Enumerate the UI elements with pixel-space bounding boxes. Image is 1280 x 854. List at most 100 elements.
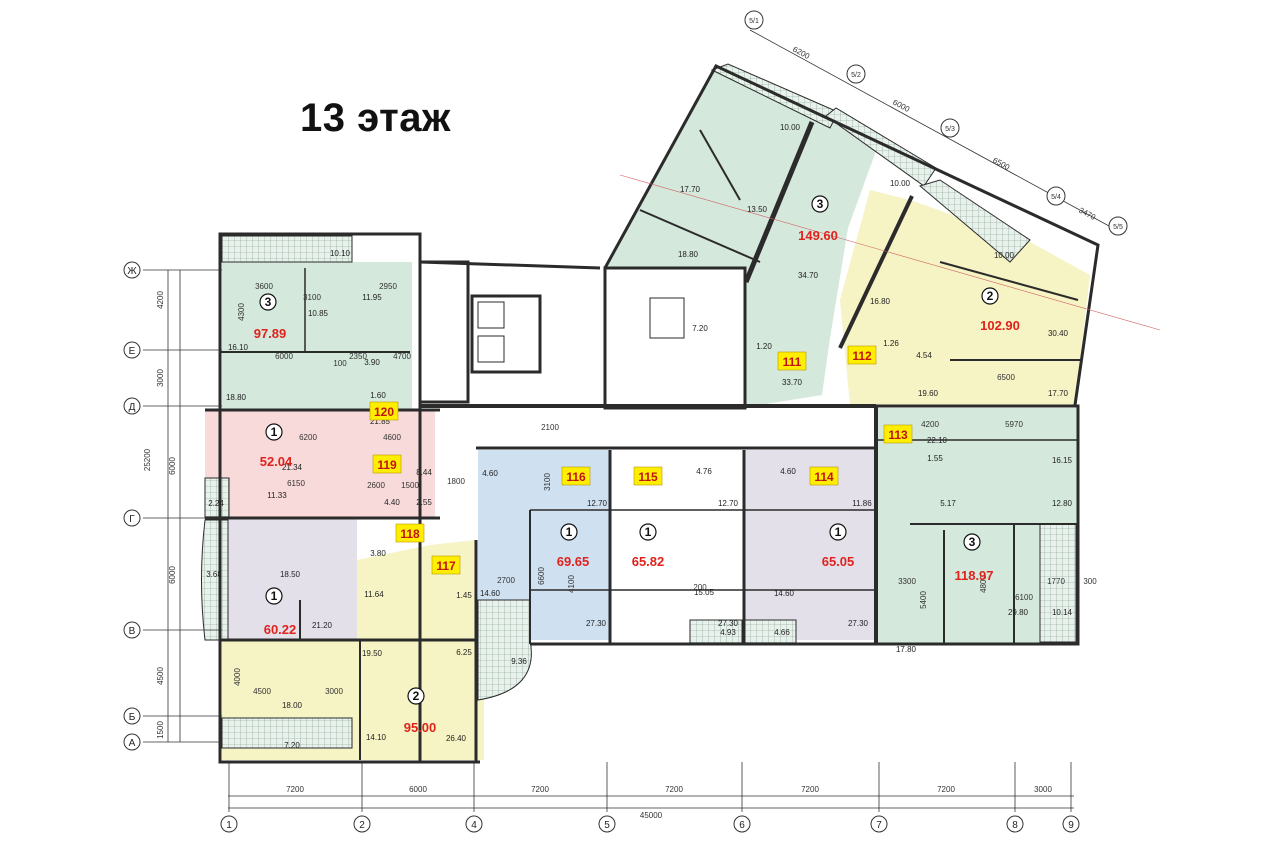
axis-bubble: [598, 815, 616, 833]
axis-bubble-label: 5/2: [851, 72, 861, 79]
apartment-number: 117: [436, 559, 456, 573]
inner-dimension: 4800: [979, 575, 988, 593]
axes-diagonal: 5/15/25/35/45/5: [744, 10, 1128, 236]
room-count-circle: [829, 523, 847, 541]
room-area: 4.40: [384, 498, 400, 507]
inner-dimension: 3300: [898, 577, 916, 586]
axis-bubble: [870, 815, 888, 833]
axis-line-diag: [619, 174, 1161, 331]
room-area: 2.24: [208, 499, 224, 508]
room-area: 12.70: [718, 499, 739, 508]
inner-dimension: 5400: [919, 591, 928, 609]
room-area: 3.80: [370, 549, 386, 558]
apartment-area: 149.60: [798, 228, 838, 243]
apartment-area: 95.00: [404, 720, 437, 735]
floor-title: 13 этаж: [300, 96, 451, 140]
apartment-area: 65.05: [822, 554, 855, 569]
inner-dimension: 2350: [349, 352, 367, 361]
room-area: 3.68: [206, 570, 222, 579]
axis-bubble-label: 9: [1068, 820, 1074, 831]
inner-dimension: 300: [1083, 577, 1097, 586]
dimension-label: 25200: [143, 448, 152, 471]
dimension-label: 3000: [1034, 785, 1052, 794]
room-area: 21.34: [282, 463, 303, 472]
dimension-total: 45000: [640, 811, 663, 820]
room-count: 1: [271, 589, 278, 603]
dimension-label: 6000: [409, 785, 427, 794]
room-count-circle: [560, 523, 578, 541]
room-count-circle: [259, 293, 277, 311]
inner-dimension: 1500: [401, 481, 419, 490]
room-count-circle: [407, 687, 425, 705]
axis-bubble: [123, 707, 141, 725]
apartment-number-badge: [777, 351, 807, 371]
room-count: 1: [566, 525, 573, 539]
room-area: 7.20: [692, 324, 708, 333]
inner-dimension: 4500: [253, 687, 271, 696]
inner-dimension: 200: [693, 583, 707, 592]
axis-bubble-label: 5/3: [945, 126, 955, 133]
dimension-label: 7200: [531, 785, 549, 794]
room-count-circle: [963, 533, 981, 551]
core-lifts: [470, 294, 542, 374]
room-area: 9.36: [511, 657, 527, 666]
inner-dimension: 2600: [367, 481, 385, 490]
apt-118-balcony: [201, 519, 229, 641]
dimension-label: 3000: [156, 369, 165, 387]
dimension-label: 4500: [156, 667, 165, 685]
dimension-label: 6000: [891, 98, 911, 115]
room-area: 8.44: [416, 468, 432, 477]
inner-dimension: 6000: [275, 352, 293, 361]
axis-bubble-label: 1: [226, 820, 232, 831]
east-wing: [874, 404, 1080, 646]
axis-bubble-label: 7: [876, 820, 882, 831]
north-balcony-3: [918, 179, 1031, 263]
dimension-label: 7200: [937, 785, 955, 794]
axis-bubble-label: 5/4: [1051, 194, 1061, 201]
apartment-number-badge: [847, 345, 877, 365]
room-area: 1.60: [370, 391, 386, 400]
inner-dimension: 1800: [447, 477, 465, 486]
room-area: 10.85: [308, 309, 329, 318]
room-area: 11.64: [364, 590, 384, 599]
apt-115-fill: [612, 450, 742, 640]
apt-112-fill: [840, 190, 1090, 405]
room-count: 2: [987, 289, 994, 303]
apt-120-balcony: [221, 235, 353, 263]
axis-bubble: [220, 815, 238, 833]
room-area: 17.70: [1048, 389, 1069, 398]
room-area: 17.80: [896, 645, 917, 654]
room-area: 29.80: [1008, 608, 1029, 617]
apt-117-balcony: [221, 717, 353, 749]
dimension-label: 6000: [168, 457, 177, 475]
axis-bubble: [1062, 815, 1080, 833]
axis-bubble: [846, 64, 866, 84]
apartment-number: 113: [888, 428, 908, 442]
inner-dimension: 4600: [383, 433, 401, 442]
apt-116-balcony: [477, 599, 532, 701]
room-area: 3.90: [364, 358, 380, 367]
room-area: 18.80: [226, 393, 247, 402]
dimension-label: 7200: [665, 785, 683, 794]
apartment-number-badge: [883, 424, 913, 444]
room-count-circle: [981, 287, 999, 305]
room-area: 4.93: [720, 628, 736, 637]
room-area: 21.20: [312, 621, 333, 630]
apartment-number-badge: [395, 523, 425, 543]
axis-bubble: [1046, 186, 1066, 206]
room-area: 16.10: [228, 343, 249, 352]
room-area: 2.55: [416, 498, 432, 507]
inner-dimension: 4200: [921, 420, 939, 429]
axis-bubble-label: 5: [604, 820, 610, 831]
room-area: 10.00: [780, 123, 801, 132]
apt-120-fill: [222, 262, 412, 410]
axis-bubble: [1006, 815, 1024, 833]
